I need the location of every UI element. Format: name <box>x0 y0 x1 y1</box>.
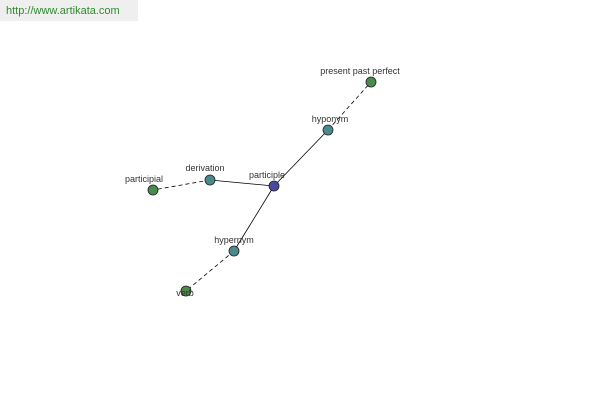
node-derivation[interactable] <box>204 174 216 186</box>
node-hyponym[interactable] <box>322 124 334 136</box>
node-present-past-perfect[interactable] <box>365 76 377 88</box>
label-participle: participle <box>249 170 285 180</box>
label-hyponym: hyponym <box>312 114 349 124</box>
edge-hyponym-present-past-perfect <box>327 81 372 131</box>
label-derivation: derivation <box>185 163 224 173</box>
node-participle[interactable] <box>268 180 280 192</box>
edge-participle-hyponym <box>273 129 329 187</box>
edge-hypernym-verb <box>185 250 235 292</box>
watermark-bar: http://www.artikata.com <box>0 0 138 21</box>
node-verb[interactable] <box>180 285 192 297</box>
edge-derivation-participial <box>152 179 211 191</box>
label-verb: verb <box>176 288 194 298</box>
edge-participle-hypernym <box>233 185 275 252</box>
label-participial: participial <box>125 174 163 184</box>
label-present-past-perfect: present past perfect <box>320 66 400 76</box>
label-hypernym: hypernym <box>214 235 254 245</box>
node-hypernym[interactable] <box>228 245 240 257</box>
edge-participle-derivation <box>209 179 275 187</box>
node-participial[interactable] <box>147 184 159 196</box>
watermark-url[interactable]: http://www.artikata.com <box>6 5 120 17</box>
